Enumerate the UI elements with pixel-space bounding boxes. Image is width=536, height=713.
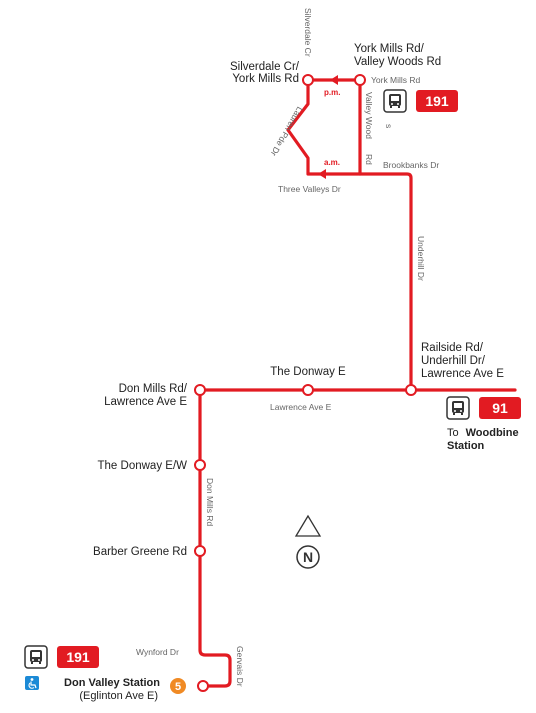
street-wynford-dr: Wynford Dr [136, 647, 179, 657]
marker-pm: p.m. [324, 88, 340, 97]
stop-donway-e [302, 384, 314, 396]
route-number-bottom: 191 [66, 649, 90, 665]
label-don-valley-station: Don Valley Station [64, 677, 160, 689]
street-small-mark: s [384, 124, 394, 128]
route-line [198, 78, 517, 688]
stop-labels: Silverdale Cr/ York Mills Rd York Mills … [93, 43, 504, 558]
street-gervais-dr: Gervais Dr [235, 646, 245, 687]
street-silverdale-cr: Silverdale Cr [303, 8, 313, 57]
label-don-mills-2: Lawrence Ave E [104, 396, 187, 408]
label-railside-1: Railside Rd/ [421, 342, 484, 354]
label-york-mills-2: Valley Woods Rd [354, 56, 441, 68]
label-don-valley-sub: (Eglinton Ave E) [79, 690, 158, 702]
stop-don-valley [197, 680, 209, 692]
stops [194, 74, 417, 692]
stop-silverdale [302, 74, 314, 86]
street-lauren-pde: Lauren Pde Dr [269, 105, 305, 158]
bus-icon [389, 94, 401, 108]
route-badge-bottom: 191 Don Valley Station (Eglinton Ave E) … [24, 645, 186, 702]
compass-label: N [303, 549, 313, 565]
subway-line5-icon [170, 678, 186, 694]
label-railside-3: Lawrence Ave E [421, 368, 504, 380]
stop-barber-greene [194, 545, 206, 557]
accessible-icon [25, 676, 39, 690]
north-arrow-icon [294, 514, 322, 537]
street-don-mills-rd: Don Mills Rd [205, 478, 215, 526]
street-brookbanks-dr: Brookbanks Dr [383, 160, 439, 170]
stop-donway-ew [194, 459, 206, 471]
north-circle-icon [296, 545, 320, 569]
label-railside-2: Underhill Dr/ [421, 355, 486, 367]
label-silverdale-2: York Mills Rd [232, 73, 299, 85]
label-donway-e: The Donway E [270, 366, 346, 378]
street-lawrence-ave-e: Lawrence Ave E [270, 402, 332, 412]
stop-railside [405, 384, 417, 396]
stop-york-mills-valley [354, 74, 366, 86]
label-silverdale-1: Silverdale Cr/ [230, 61, 300, 73]
label-york-mills-1: York Mills Rd/ [354, 43, 425, 55]
destination-line1: To Woodbine [447, 423, 519, 440]
direction-arrows [318, 75, 338, 179]
bus-icon [452, 401, 464, 415]
bus-icon [30, 650, 42, 664]
street-underhill-dr: Underhill Dr [416, 236, 426, 281]
compass: N [294, 514, 322, 569]
arrow-am [318, 169, 326, 179]
street-valley-wood: Valley Wood [364, 92, 374, 139]
arrow-pm [330, 75, 338, 85]
label-barber-greene: Barber Greene Rd [93, 546, 187, 558]
destination-name-2: Station [447, 440, 485, 452]
destination-name-1: Woodbine [466, 427, 519, 439]
route-badge-right: 91 To Woodbine Station [446, 396, 521, 452]
marker-am: a.m. [324, 158, 340, 167]
route-badge-top: 191 [383, 89, 458, 113]
label-donway-ew: The Donway E/W [98, 460, 188, 472]
street-valley-wood-rd: Rd [364, 154, 374, 165]
subway-line-number: 5 [175, 681, 181, 693]
stop-don-mills-lawrence [194, 384, 206, 396]
destination-to: To [447, 427, 459, 439]
street-york-mills-rd: York Mills Rd [371, 75, 421, 85]
route-number-top: 191 [425, 93, 449, 109]
street-three-valleys-dr: Three Valleys Dr [278, 184, 341, 194]
route-number-right: 91 [492, 400, 508, 416]
label-don-mills-1: Don Mills Rd/ [119, 383, 188, 395]
